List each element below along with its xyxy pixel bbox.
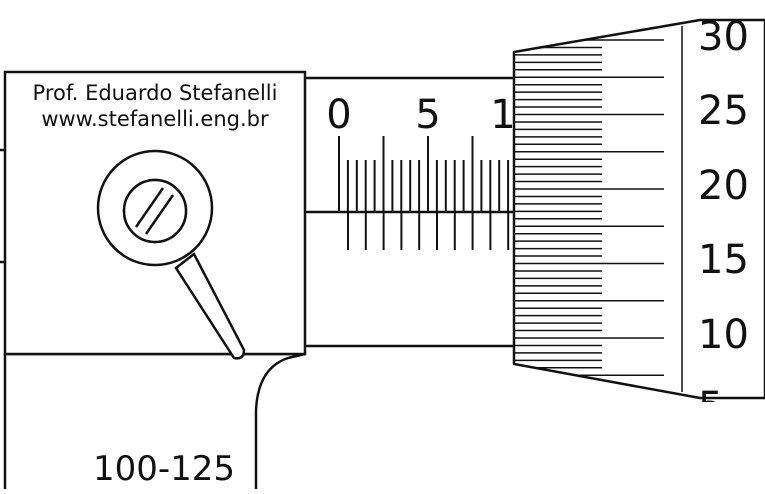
thimble-label-15: 15 — [698, 237, 749, 283]
range-label: 100-125 — [93, 449, 235, 489]
sleeve-label-0: 0 — [326, 92, 351, 138]
sleeve-label-10: 1 — [490, 92, 515, 138]
thimble-label-25: 25 — [698, 88, 749, 134]
sleeve-label-5: 5 — [415, 92, 440, 138]
sleeve-ticks — [338, 136, 510, 250]
thimble-label-30: 30 — [698, 14, 749, 60]
thimble-label-20: 20 — [698, 163, 749, 209]
thimble-label-10: 10 — [698, 312, 749, 358]
website-credit: www.stefanelli.eng.br — [41, 107, 269, 131]
slotted-screw-icon — [122, 178, 188, 244]
thimble-ticks — [514, 39, 664, 376]
author-credit: Prof. Eduardo Stefanelli — [33, 81, 278, 105]
